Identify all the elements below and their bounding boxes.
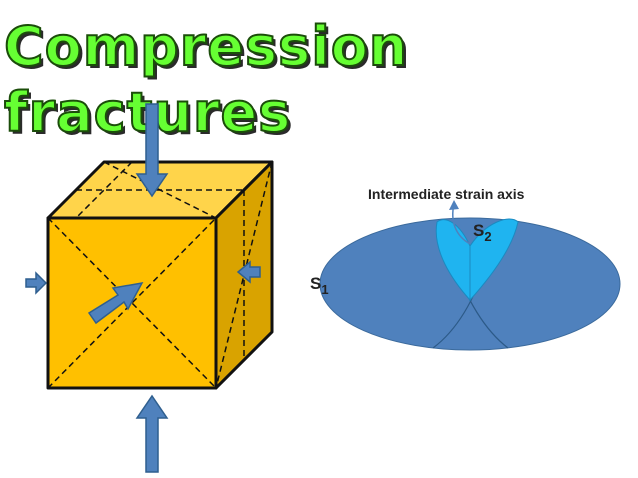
block-arrow-icon — [236, 260, 261, 284]
cube — [46, 160, 274, 390]
s1-letter: S — [310, 274, 321, 293]
strain-ellipse-diagram — [319, 200, 621, 351]
s2-label: S2 — [473, 221, 492, 244]
fracture-lobe-left — [435, 219, 471, 302]
block-arrow-icon — [25, 271, 48, 295]
block-arrow-icon — [135, 394, 169, 473]
block-arrow-icon — [87, 281, 144, 325]
s1-subscript: 1 — [321, 282, 328, 297]
intermediate-axis-label: Intermediate strain axis — [368, 186, 525, 202]
s2-subscript: 2 — [484, 229, 491, 244]
s2-letter: S — [473, 221, 484, 240]
s1-label: S1 — [310, 274, 329, 297]
arrowhead-icon — [449, 200, 459, 210]
block-arrow-icon — [135, 103, 169, 198]
compression-arrows — [25, 103, 261, 473]
title-line-1: Compression — [3, 15, 409, 78]
fracture-lobe-right — [469, 218, 519, 302]
